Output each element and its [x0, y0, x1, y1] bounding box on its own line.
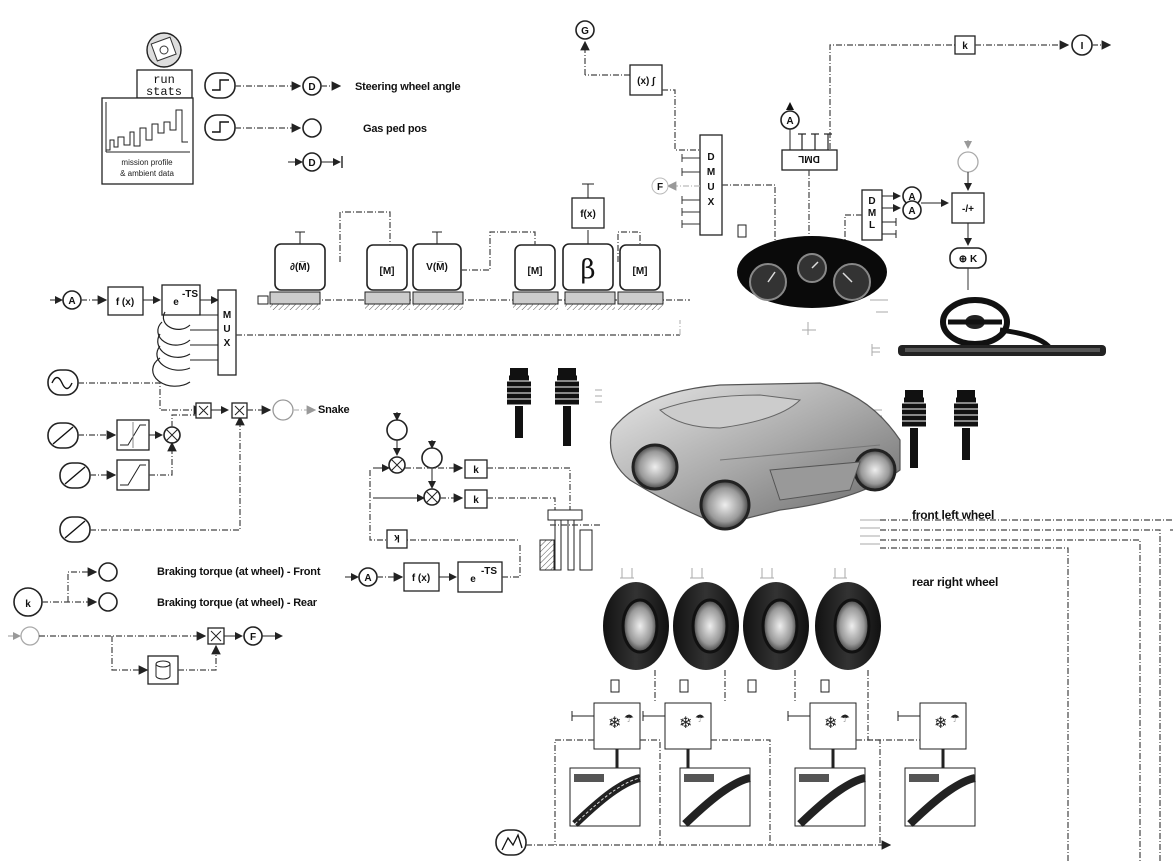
tires-row — [603, 568, 881, 692]
port-D-1: D — [308, 82, 315, 93]
dml-block-right[interactable]: D M L A A — [845, 187, 948, 240]
svg-text:☂: ☂ — [695, 713, 705, 725]
steering-source[interactable]: D — [205, 73, 340, 98]
svg-text:-TS: -TS — [481, 566, 497, 577]
svg-text:-/+: -/+ — [962, 204, 974, 215]
brake-caliper-symbol — [540, 510, 600, 570]
svg-text:k: k — [473, 495, 479, 506]
brake-torque-source[interactable]: k — [14, 563, 117, 616]
svg-text:[M]: [M] — [528, 266, 543, 277]
svg-text:D: D — [707, 152, 714, 163]
port-I: I — [1081, 41, 1084, 52]
rear-right-wheel-label: rear right wheel — [912, 575, 998, 589]
snake-generator[interactable] — [48, 370, 315, 542]
svg-text:-TS: -TS — [182, 289, 198, 300]
input-A-fx-delay[interactable]: A f (x) e -TS — [50, 285, 218, 386]
svg-text:A: A — [364, 573, 371, 584]
port-G: G — [581, 26, 589, 37]
k-to-I-branch[interactable]: k I — [830, 35, 1110, 160]
svg-text:V(M̅): V(M̅) — [426, 261, 448, 273]
dmux-vertical[interactable]: D M U X F — [652, 135, 775, 240]
mission-line2: & ambient data — [120, 169, 174, 178]
shock-absorbers-left — [507, 368, 602, 446]
svg-text:f (x): f (x) — [412, 573, 430, 584]
steering-wheel-image — [872, 300, 1106, 356]
svg-text:f(x): f(x) — [580, 209, 596, 220]
road-weather-blocks[interactable]: ❄ ☂ ❄ ☂ ❄ ☂ ❄ ☂ — [496, 670, 975, 855]
svg-text:L: L — [869, 220, 875, 231]
svg-text:β: β — [580, 255, 595, 285]
svg-text:U: U — [707, 182, 714, 193]
svg-text:(x) ∫: (x) ∫ — [637, 76, 656, 87]
steering-wheel-angle-label: Steering wheel angle — [355, 81, 460, 93]
svg-text:e: e — [470, 574, 476, 585]
port-F: F — [250, 632, 256, 643]
brake-pressure-chain[interactable]: k k k — [370, 412, 570, 548]
svg-text:D: D — [868, 196, 875, 207]
car-image — [610, 383, 900, 544]
mission-profile-block[interactable]: mission profile & ambient data — [102, 98, 193, 184]
svg-text:M: M — [868, 208, 876, 219]
svg-text:X: X — [224, 338, 231, 349]
snake-label: Snake — [318, 404, 349, 416]
lower-A-fx-delay[interactable]: A f (x) e -TS — [345, 545, 520, 592]
svg-text:f (x): f (x) — [116, 297, 134, 308]
svg-text:k: k — [394, 532, 400, 543]
g-output-branch[interactable]: G (x) ∫ — [576, 21, 700, 150]
svg-text:❄: ❄ — [934, 715, 947, 732]
run-stats-line2: stats — [146, 85, 182, 99]
braking-torque-front-label: Braking torque (at wheel) - Front — [157, 566, 320, 578]
svg-text:[M]: [M] — [380, 266, 395, 277]
svg-text:A: A — [908, 206, 915, 217]
d-output-port[interactable]: D — [288, 153, 342, 171]
svg-text:k: k — [962, 41, 968, 52]
svg-text:❄: ❄ — [608, 715, 621, 732]
f-output-chain[interactable]: F — [8, 627, 282, 684]
svg-text:M: M — [223, 310, 231, 321]
measurement-blocks-row[interactable]: ∂(M̅) [M] V(M̅) [M] β f(x) [M] — [258, 184, 690, 310]
dml-block-top[interactable]: DML A — [781, 102, 837, 240]
svg-text:M: M — [707, 167, 715, 178]
svg-text:DML: DML — [798, 153, 820, 164]
gas-source[interactable] — [205, 115, 321, 140]
dashboard-image — [737, 225, 888, 335]
svg-text:A: A — [786, 116, 793, 127]
svg-text:∂(M̅): ∂(M̅) — [290, 261, 310, 273]
svg-text:❄: ❄ — [824, 715, 837, 732]
svg-text:k: k — [25, 599, 31, 610]
svg-text:U: U — [223, 324, 230, 335]
svg-text:X: X — [708, 197, 715, 208]
svg-text:[M]: [M] — [633, 266, 648, 277]
run-stats-block[interactable]: run stats — [137, 33, 192, 99]
svg-text:A: A — [68, 296, 75, 307]
svg-text:F: F — [657, 182, 663, 193]
svg-text:k: k — [473, 465, 479, 476]
svg-text:❄: ❄ — [679, 715, 692, 732]
svg-text:☂: ☂ — [840, 713, 850, 725]
braking-torque-rear-label: Braking torque (at wheel) - Rear — [157, 597, 317, 609]
gas-pedal-position-label: Gas ped pos — [363, 123, 427, 135]
mission-line1: mission profile — [121, 158, 173, 167]
svg-text:☂: ☂ — [950, 713, 960, 725]
front-left-wheel-label: front left wheel — [912, 508, 994, 522]
steering-gain-chain[interactable]: -/+ ⊕ K — [950, 140, 986, 290]
svg-text:☂: ☂ — [624, 713, 634, 725]
svg-text:D: D — [308, 158, 315, 169]
svg-text:e: e — [173, 297, 179, 308]
svg-text:⊕ K: ⊕ K — [959, 254, 978, 265]
